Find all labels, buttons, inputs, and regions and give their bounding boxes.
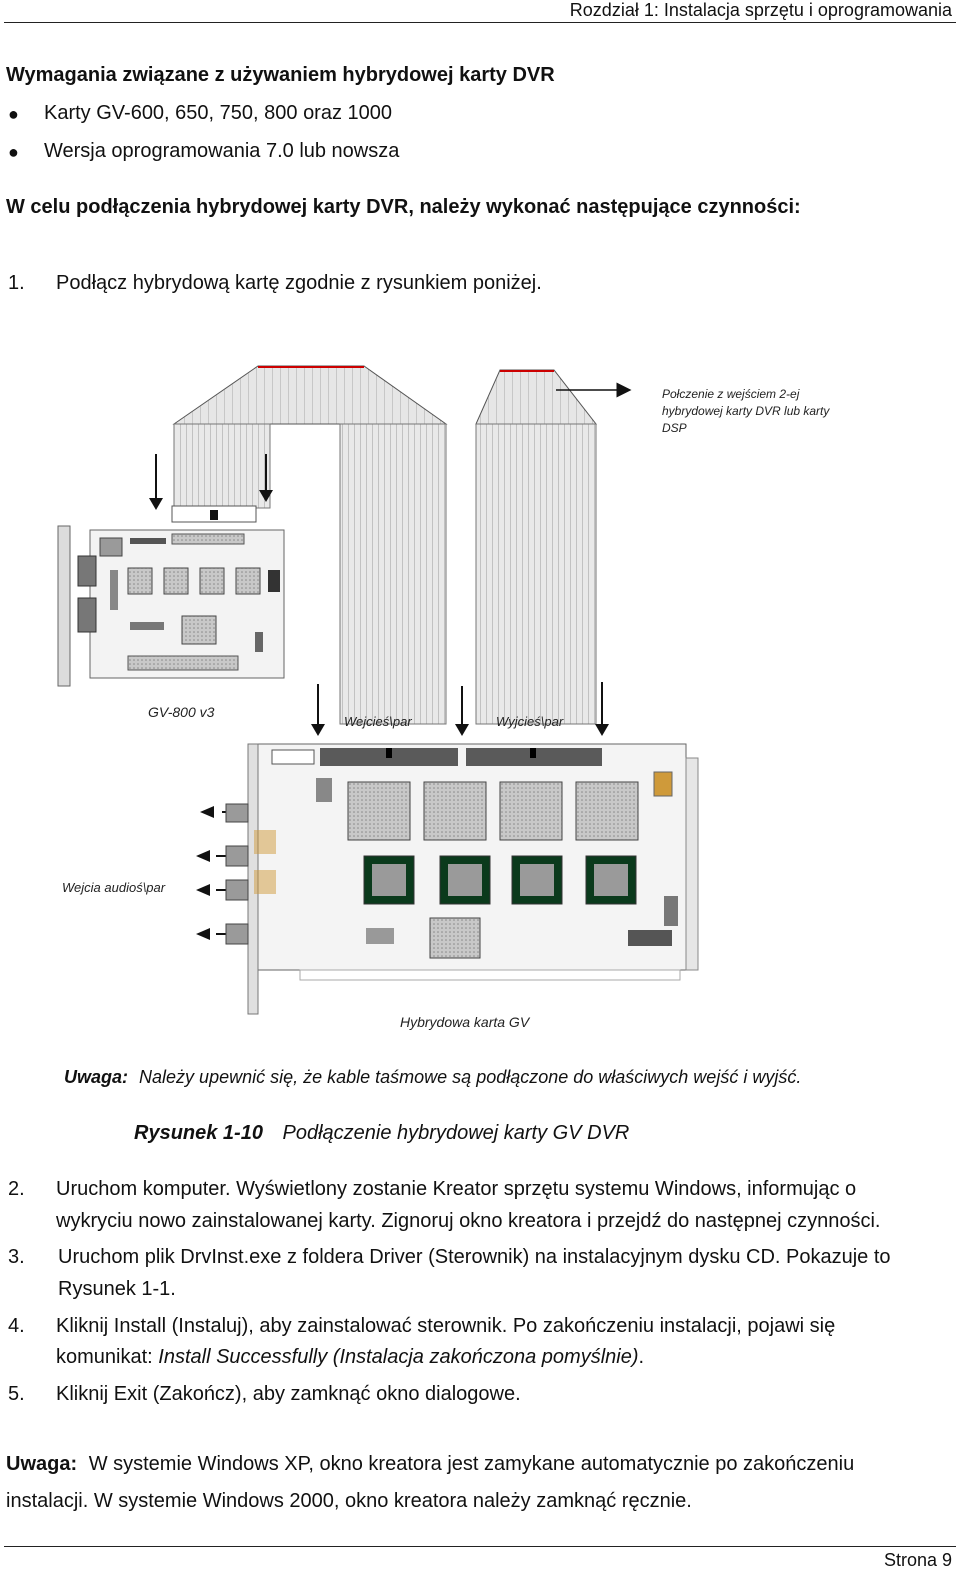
caption-number: Rysunek 1-10	[134, 1122, 263, 1144]
arrow-icons	[149, 454, 609, 940]
step-text: Uruchom komputer. Wyświetlony zostanie K…	[56, 1178, 857, 1200]
step-number: 4.	[8, 1315, 25, 1337]
requirement-item: Karty GV-600, 650, 750, 800 oraz 1000	[44, 102, 393, 124]
note-xp: Uwaga: W systemie Windows XP, okno kreat…	[6, 1453, 854, 1476]
note-text: W systemie Windows XP, okno kreatora jes…	[88, 1453, 855, 1475]
step-text: Rysunek 1-1.	[58, 1278, 176, 1300]
diagram-svg	[57, 365, 699, 1015]
requirement-item: Wersja oprogramowania 7.0 lub nowsza	[44, 140, 400, 162]
bullet-icon: ●	[8, 142, 19, 162]
hybrid-card-label: Hybrydowa karta GV	[400, 1014, 530, 1030]
output-label: Wyjcieś\par	[496, 714, 564, 729]
input-label: Wejcieś\par	[344, 714, 412, 729]
caption-text: Podłączenie hybrydowej karty GV DVR	[282, 1122, 630, 1144]
step-number: 2.	[8, 1178, 25, 1200]
chapter-title: Rozdział 1: Instalacja sprzętu i oprogra…	[569, 0, 952, 20]
step-text: Podłącz hybrydową kartę zgodnie z rysunk…	[56, 272, 542, 294]
gv800-card	[57, 525, 285, 687]
step-text: komunikat: Install Successfully (Instala…	[56, 1346, 645, 1368]
connection-label: Połczenie z wejściem 2-ej hybrydowej kar…	[662, 387, 830, 435]
figure-caption: Rysunek 1-10 Podłączenie hybrydowej kart…	[134, 1122, 629, 1145]
lead-paragraph: W celu podłączenia hybrydowej karty DVR,…	[6, 196, 801, 218]
step-number: 1.	[8, 272, 25, 294]
ribbon-cable-left	[171, 365, 448, 725]
hybrid-card-diagram: Połczenie z wejściem 2-ej hybrydowej kar…	[0, 330, 960, 1050]
note-text: Należy upewnić się, że kable taśmowe są …	[139, 1067, 802, 1087]
page-number: Strona 9	[883, 1550, 952, 1570]
step-text: Kliknij Exit (Zakończ), aby zamknąć okno…	[56, 1383, 521, 1405]
note-label: Uwaga:	[6, 1453, 78, 1475]
footer-divider	[4, 1546, 956, 1547]
note-label: Uwaga:	[64, 1067, 129, 1087]
note-text-continued: instalacji. W systemie Windows 2000, okn…	[6, 1490, 692, 1512]
step-number: 3.	[8, 1246, 25, 1268]
gv800-label: GV-800 v3	[148, 704, 215, 720]
step-text: Uruchom plik DrvInst.exe z foldera Drive…	[58, 1246, 891, 1268]
step-number: 5.	[8, 1383, 25, 1405]
note-warning: Uwaga: Należy upewnić się, że kable taśm…	[64, 1067, 801, 1088]
ribbon-cable-right	[475, 369, 632, 725]
hybrid-gv-card	[225, 743, 699, 1015]
step-text: Kliknij Install (Instaluj), aby zainstal…	[56, 1315, 836, 1337]
section-title: Wymagania związane z używaniem hybrydowe…	[6, 64, 555, 86]
bullet-icon: ●	[8, 104, 19, 124]
page-header: Rozdział 1: Instalacja sprzętu i oprogra…	[4, 0, 956, 23]
audio-input-label: Wejcia audioś\par	[62, 880, 166, 895]
step-text: wykryciu nowo zainstalowanej karty. Zign…	[56, 1210, 881, 1232]
